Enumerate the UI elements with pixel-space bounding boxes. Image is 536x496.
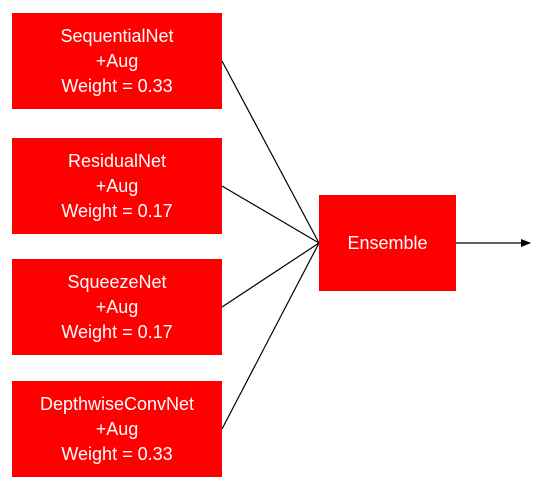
model-name: SequentialNet [60, 25, 174, 46]
edge-residualnet-to-ensemble [221, 185, 320, 244]
ensemble-label: Ensemble [347, 232, 428, 253]
ensemble-box: Ensemble [319, 195, 456, 291]
model-box-sequentialnet: SequentialNet +Aug Weight = 0.33 [12, 13, 222, 109]
model-box-depthwiseconvnet: DepthwiseConvNet +Aug Weight = 0.33 [12, 381, 222, 477]
model-box-squeezenet: SqueezeNet +Aug Weight = 0.17 [12, 259, 222, 355]
model-aug: +Aug [95, 296, 139, 317]
model-name: DepthwiseConvNet [39, 393, 195, 414]
model-weight: Weight = 0.17 [61, 200, 173, 221]
edge-squeezenet-to-ensemble [221, 242, 320, 308]
edge-sequentialnet-to-ensemble [221, 60, 320, 244]
model-weight: Weight = 0.17 [61, 321, 173, 342]
model-name: ResidualNet [67, 150, 167, 171]
model-aug: +Aug [95, 50, 139, 71]
model-name: SqueezeNet [67, 271, 167, 292]
model-weight: Weight = 0.33 [61, 75, 173, 96]
edge-depthwiseconvnet-to-ensemble [221, 242, 320, 430]
model-aug: +Aug [95, 418, 139, 439]
model-box-residualnet: ResidualNet +Aug Weight = 0.17 [12, 138, 222, 234]
model-weight: Weight = 0.33 [61, 443, 173, 464]
model-aug: +Aug [95, 175, 139, 196]
